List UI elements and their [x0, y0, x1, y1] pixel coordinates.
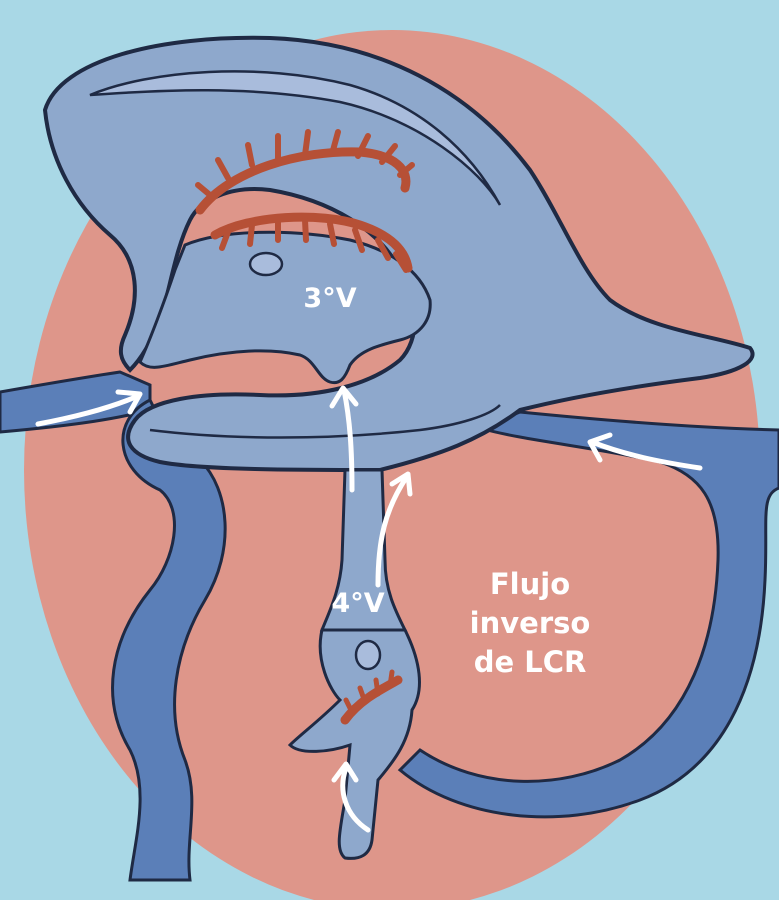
interthalamic-adhesion: [250, 253, 282, 275]
flow-caption: Flujo inverso de LCR: [455, 565, 605, 682]
third-ventricle-label: 3°V: [290, 283, 370, 314]
fourth-ventricle-label: 4°V: [318, 588, 398, 619]
fourth-ventricle-opening: [356, 641, 380, 669]
